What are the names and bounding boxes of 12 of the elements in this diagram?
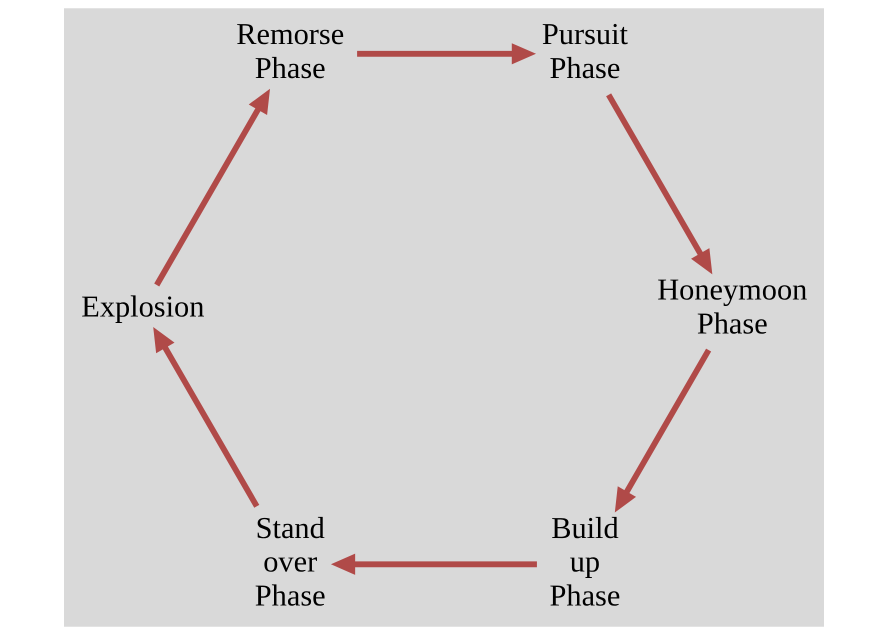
node-text: Stand over Phase	[254, 510, 326, 613]
node-text: Build up Phase	[550, 510, 620, 613]
arrow	[330, 554, 537, 575]
arrow	[153, 326, 260, 508]
arrow	[614, 348, 712, 513]
arrow	[357, 43, 536, 64]
node-text: Pursuit Phase	[542, 17, 628, 86]
arrow	[606, 93, 712, 274]
node-text: Remorse Phase	[236, 17, 344, 86]
arrow	[154, 88, 270, 286]
node-text: Honeymoon Phase	[657, 272, 808, 340]
node-text: Explosion	[81, 289, 204, 324]
